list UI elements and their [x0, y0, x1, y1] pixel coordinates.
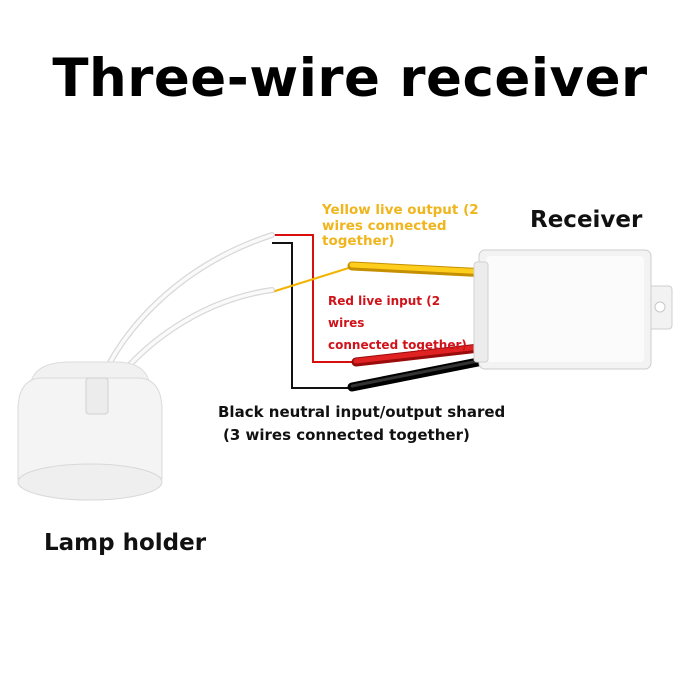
- black-wire-label-line1: Black neutral input/output shared: [218, 403, 506, 421]
- page-title: Three-wire receiver: [52, 48, 648, 109]
- lamp-holder-label: Lamp holder: [44, 530, 207, 556]
- red-wire-label-line2: connected together): [328, 338, 467, 353]
- red-guide-line: [272, 234, 356, 363]
- black-wire-label: Black neutral input/output shared (3 wir…: [218, 401, 538, 448]
- receiver-label: Receiver: [530, 207, 643, 233]
- red-wire-label-line1: Red live input (2 wires: [328, 294, 441, 331]
- black-guide-line: [272, 242, 352, 389]
- red-wire-hl: [353, 343, 491, 364]
- yellow-guide-line: [271, 265, 356, 293]
- lamp-holder: [17, 361, 163, 501]
- yellow-wire-hl: [349, 262, 491, 275]
- yellow-wire-label: Yellow live output (2 wires connected to…: [322, 202, 479, 250]
- black-wire-label-line2: (3 wires connected together): [223, 426, 470, 445]
- black-wire-hl: [350, 357, 490, 388]
- receiver-box: [473, 249, 673, 370]
- red-wire-label: Red live input (2 wires connected togeth…: [328, 290, 468, 357]
